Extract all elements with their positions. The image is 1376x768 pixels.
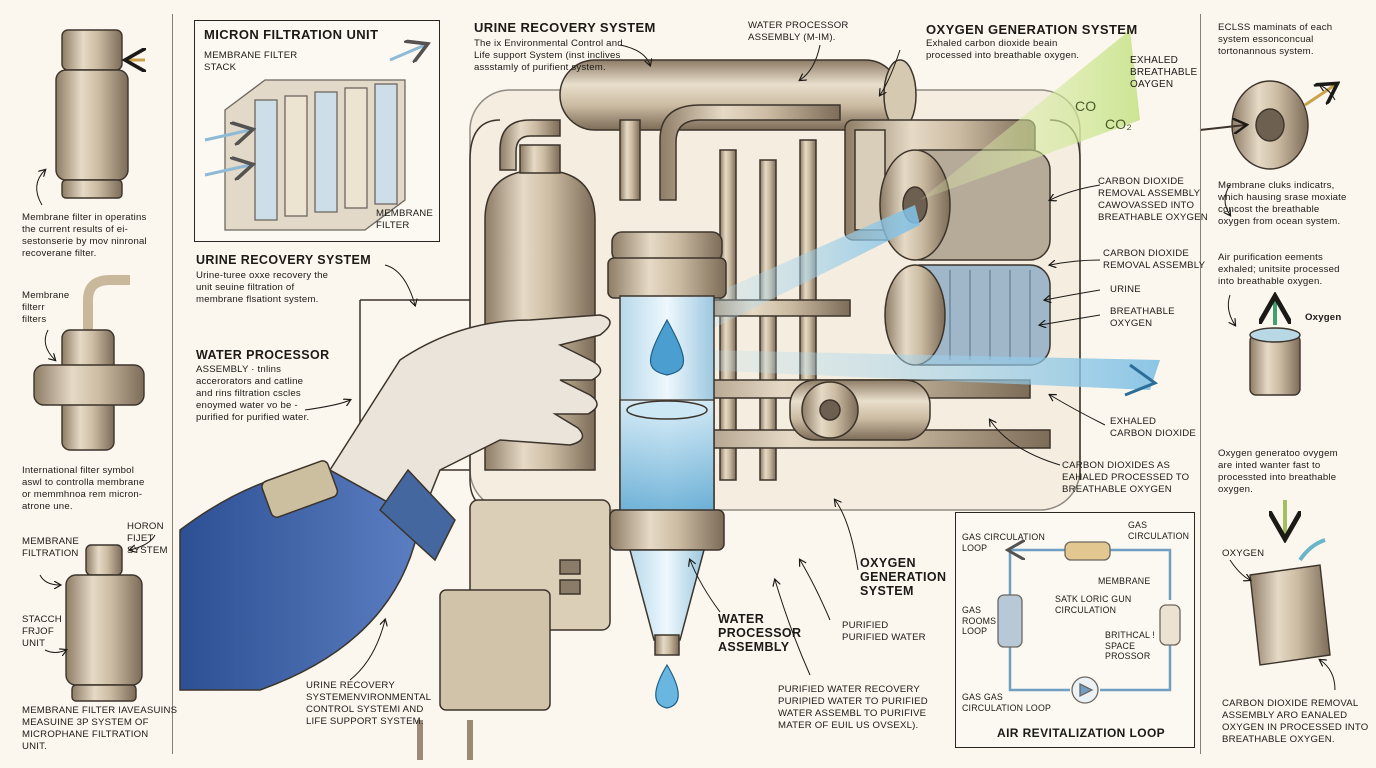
satk-circulation-label: SATK LORIC GUN CIRCULATION xyxy=(1055,594,1132,615)
exhaled-co2-label: EXHALED CARBON DIOXIDE xyxy=(1110,416,1196,439)
urine-recovery-bottom-label: URINE RECOVERY SYSTEMENVIRONMENTAL CONTR… xyxy=(306,680,432,727)
left-caption-horon-system: HORON FIJET SYSTEM xyxy=(127,521,168,556)
urine-recovery-title-top: URINE RECOVERY SYSTEM xyxy=(474,20,656,35)
oxygen-generation-system-bottom: OXYGEN GENERATION SYSTEM xyxy=(860,556,947,598)
urine-recovery-title-mid: URINE RECOVERY SYSTEM xyxy=(196,253,372,267)
water-processor-text-mid: ASSEMBLY · tnlins accerorators and catli… xyxy=(196,364,310,423)
oxygen-label-2: OXYGEN xyxy=(1222,548,1265,559)
far-right-caption-membrane: Membrane cluks indicatrs, which hausing … xyxy=(1218,180,1347,227)
gas-circulation-loop-label: GAS CIRCULATION LOOP xyxy=(962,532,1045,553)
fan-unit-icon xyxy=(1231,80,1309,170)
oxygen-flow-beam xyxy=(700,350,1160,390)
brithcal-space-label: BRITHCAL ! SPACE PROSSOR xyxy=(1105,630,1156,661)
urine-recovery-text-mid: Urine-turee oxxe recovery the unit seuin… xyxy=(196,270,329,305)
far-right-caption-oxygen-generator: Oxygen generatoo ovygem are inted wanter… xyxy=(1218,448,1338,495)
left-caption-membrane-filtration: MEMBRANE FILTRATION xyxy=(22,536,80,559)
oxygen-canister-icon xyxy=(1249,327,1301,396)
leader-lines xyxy=(36,44,1336,691)
falling-drop-icon xyxy=(655,663,679,709)
water-flow-beam xyxy=(700,205,920,330)
gas-rooms-loop-label: GAS ROOMS LOOP xyxy=(962,605,997,636)
air-loop-diagram xyxy=(1010,550,1172,692)
gas-gas-circulation-label: GAS GAS CIRCULATION LOOP xyxy=(962,692,1052,713)
far-right-caption-co2-removal: CARBON DIOXIDE REMOVAL ASSEMBLY aro EANA… xyxy=(1222,698,1369,745)
water-processor-assembly-bottom: WATER PROCESSOR ASSEMBLY xyxy=(718,612,802,654)
fan-inlet-arrow xyxy=(1199,125,1245,130)
co2-glyph-b: CO₂ xyxy=(1105,116,1133,132)
membrane-filtration-unit-icon xyxy=(65,544,143,702)
micron-outlet-arrow xyxy=(389,45,425,60)
co2-flow-beam xyxy=(920,30,1140,200)
left-divider xyxy=(172,14,173,754)
co2-removal-label-2: CARBON DIOXIDE REMOVAL ASSEMBLY xyxy=(1103,248,1206,271)
co2-removal-label-1: CARBON DIOXIDE REMOVAL ASSEMBLY cawovass… xyxy=(1098,176,1208,223)
control-box-lower xyxy=(417,499,611,760)
membrane-filter-label: MEMBRANE FILTER xyxy=(376,208,434,231)
beam-arrowhead xyxy=(1124,363,1159,397)
air-loop-components xyxy=(997,541,1181,704)
breathable-oxygen-label: BREATHABLE OXYGEN xyxy=(1110,306,1175,329)
water-processor-title-mid: WATER PROCESSOR xyxy=(196,348,330,362)
water-drop-icon xyxy=(650,318,684,376)
purified-water-recovery-label: PURIFIED WATER RECOVERY PURIPIED WATER T… xyxy=(778,684,928,731)
right-divider xyxy=(1200,14,1201,754)
membrane-filter-stack-label: MEMBRANE FILTER STACK xyxy=(204,50,298,73)
membrane-tee-fitting-icon xyxy=(33,275,145,451)
micron-filtration-panel xyxy=(194,20,440,242)
purified-water-label: PURIFIED PURIFIED WATER xyxy=(842,620,926,643)
micron-filter-stack-drawing xyxy=(224,79,406,231)
co2-processed-label: CARBON DIOXIDES AS EAHALED PROCESSED TO … xyxy=(1062,460,1190,495)
membrane-filter-cartridge-icon xyxy=(55,29,129,199)
far-right-caption-eclss: ECLSS maminats of each system essonconcu… xyxy=(1218,22,1333,57)
co2-glyph-a: CO xyxy=(1075,98,1097,114)
left-caption-membrane-filters: Membrane filterr filters xyxy=(22,290,70,325)
urine-label: URINE xyxy=(1110,284,1141,295)
oxygen-generation-title-top: OXYGEN GENERATION SYSTEM xyxy=(926,22,1138,37)
left-caption-international-filter: International filter symbol aswl to cont… xyxy=(22,465,145,512)
co2-filter-cylinder-bottom xyxy=(884,264,1051,366)
pump-assembly xyxy=(789,379,931,441)
micron-filtration-title: MICRON FILTRATION UNIT xyxy=(204,27,379,42)
oxygen-label-1: Oxygen xyxy=(1305,312,1342,323)
breathable-oxygen-label-top: EXHALED BREATHABLE OAYGEN xyxy=(1130,55,1198,90)
left-caption-membrane-filter-measure: MEMBRANE FILTER IAVEASUINS MEASUINE 3P S… xyxy=(22,705,178,752)
left-caption-stacch-unit: STACCH FRJOF UNIT xyxy=(22,614,62,649)
air-revitalization-panel xyxy=(955,512,1195,748)
membrane-label-loop: MEMBRANE xyxy=(1098,576,1151,586)
water-processor-label-top: WATER PROCESSOR ASSEMBLY (m-im). xyxy=(748,20,849,43)
air-revitalization-loop-title: AIR REVITALIZATION LOOP xyxy=(997,726,1166,740)
fan-outlet-arrow xyxy=(1304,85,1335,107)
oxygen-generation-text-top: Exhaled carbon dioxide beain processed i… xyxy=(926,38,1080,61)
left-caption-membrane-filter: Membrane filter in operatins the current… xyxy=(22,212,147,259)
oxygen-generator-unit-icon xyxy=(1249,538,1331,666)
water-processor-vessel xyxy=(607,231,727,656)
far-right-caption-air-purification: Air purification eements exhaled; unitsi… xyxy=(1218,252,1340,287)
astronaut-glove xyxy=(179,314,611,691)
micron-inlet-arrow-2 xyxy=(204,165,250,175)
gas-circulation-label: GAS CIRCULATION xyxy=(1128,520,1190,541)
micron-inlet-arrow xyxy=(204,130,250,140)
urine-recovery-text-top: The ix Environmental Control and Life su… xyxy=(474,38,623,73)
